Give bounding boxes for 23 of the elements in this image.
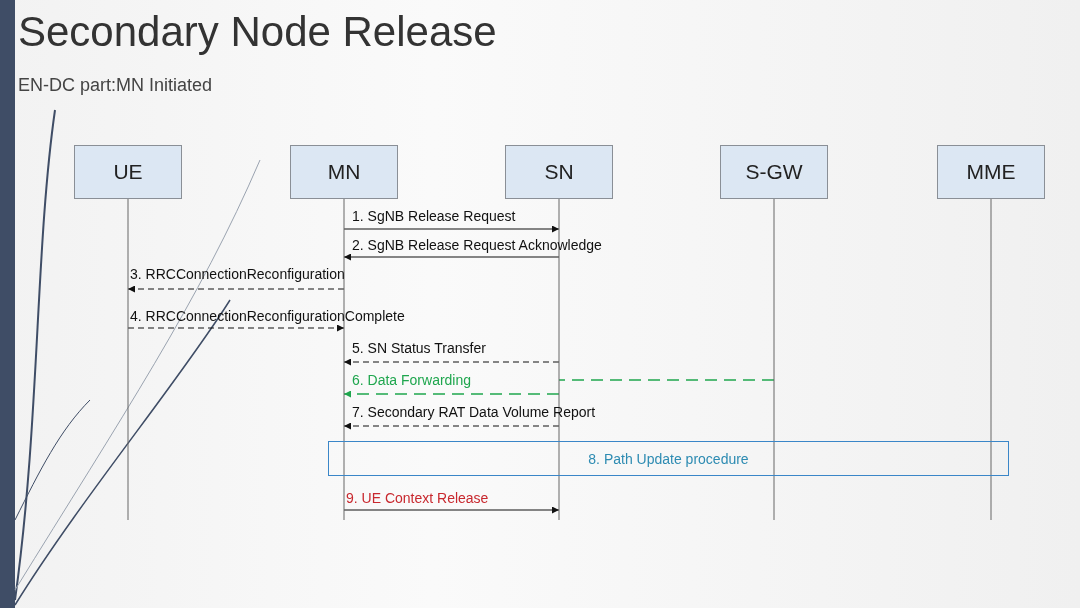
edge-label: 1. SgNB Release Request	[352, 208, 516, 224]
edge-label: 9. UE Context Release	[346, 490, 489, 506]
subtitle: EN-DC part:MN Initiated	[18, 75, 213, 96]
message-arrow	[343, 253, 560, 261]
participant-box: MME	[937, 145, 1045, 199]
edge-label: 2. SgNB Release Request Acknowledge	[352, 237, 602, 253]
participant-box: S-GW	[720, 145, 828, 199]
message-arrow	[343, 422, 560, 430]
edge-label: 6. Data Forwarding	[352, 372, 472, 388]
procedure-box: 8. Path Update procedure	[328, 441, 1009, 476]
edge-label: 3. RRCConnectionReconfiguration	[130, 266, 345, 282]
message-arrow	[127, 285, 345, 293]
edge-label: 5. SN Status Transfer	[352, 340, 486, 356]
participant-box: SN	[505, 145, 613, 199]
message-arrow	[343, 390, 560, 398]
edge-label: 7. Secondary RAT Data Volume Report	[352, 404, 596, 420]
participant-box: UE	[74, 145, 182, 199]
message-arrow	[127, 324, 345, 332]
slide-title: Secondary Node Release	[18, 8, 497, 56]
message-arrow	[343, 506, 560, 514]
participant-box: MN	[290, 145, 398, 199]
message-arrow	[343, 225, 560, 233]
message-arrow	[343, 358, 560, 366]
